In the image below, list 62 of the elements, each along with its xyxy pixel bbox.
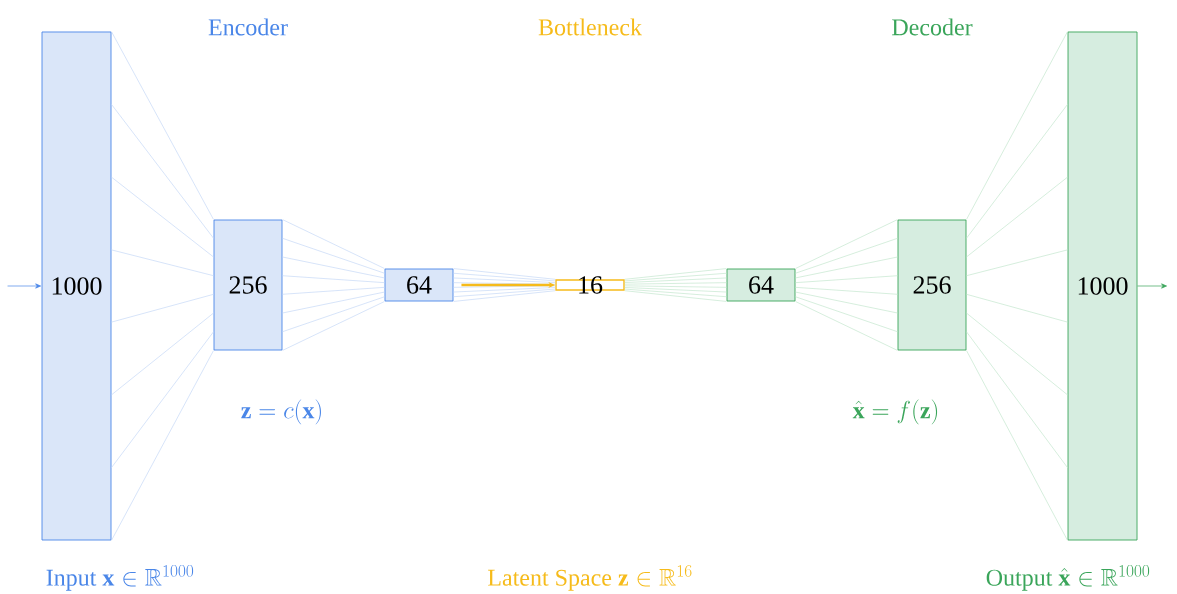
connection-line xyxy=(795,219,898,269)
connection-line xyxy=(111,293,214,323)
connection-line xyxy=(624,290,727,302)
connection-line xyxy=(453,285,556,288)
connection-line xyxy=(453,288,556,298)
connection-line xyxy=(111,104,214,239)
connection-line xyxy=(453,277,556,283)
connection-line xyxy=(966,176,1068,258)
connection-line xyxy=(795,256,898,279)
connection-line xyxy=(453,282,556,285)
connection-line xyxy=(282,291,385,314)
layer-box: 256 xyxy=(897,219,967,351)
connection-line xyxy=(453,287,556,293)
connection-line xyxy=(624,268,727,280)
connection-line xyxy=(453,268,556,280)
connection-line xyxy=(282,219,385,269)
formula-label: $\text{Latent Space }\mathbf{z}\in\mathbb{R}^{16}$ xyxy=(488,565,692,591)
connection-line xyxy=(624,277,727,283)
layer-box: 1000 xyxy=(41,31,112,541)
arrow xyxy=(7,283,41,289)
connection-line xyxy=(966,249,1068,277)
connection-line xyxy=(111,249,214,277)
connection-line xyxy=(282,256,385,279)
connection-line xyxy=(624,287,727,293)
connection-line xyxy=(282,275,385,284)
connection-line xyxy=(966,293,1068,323)
connection-line xyxy=(111,331,214,469)
connection-line xyxy=(453,272,556,282)
connection-line xyxy=(966,350,1068,541)
connection-line xyxy=(795,287,898,295)
layer-box: 64 xyxy=(726,268,796,302)
connection-line xyxy=(453,290,556,302)
connection-line xyxy=(624,288,727,298)
arrow xyxy=(1137,283,1167,289)
connection-line xyxy=(795,291,898,314)
formula-label: $\hat{\mathbf{x}}=f(\mathbf{z})$ xyxy=(852,399,938,425)
layer-box: 64 xyxy=(384,268,454,302)
connection-line xyxy=(795,301,898,351)
connection-line xyxy=(111,312,214,396)
connection-line xyxy=(795,237,898,274)
connection-line xyxy=(282,301,385,351)
connection-line xyxy=(966,312,1068,396)
section-title: Decoder xyxy=(892,18,973,36)
formula-label: $\text{Input }\mathbf{x}\in\mathbb{R}^{1000}$ xyxy=(46,565,194,591)
connection-line xyxy=(795,275,898,284)
connection-line xyxy=(624,272,727,282)
layer-box: 256 xyxy=(213,219,283,351)
section-title: Encoder xyxy=(208,18,288,36)
connection-line xyxy=(111,31,214,220)
layer-box: 1000 xyxy=(1067,31,1138,541)
connection-line xyxy=(282,287,385,295)
connection-line xyxy=(282,296,385,333)
connection-line xyxy=(966,331,1068,469)
connection-line xyxy=(795,296,898,333)
connection-line xyxy=(111,350,214,541)
connection-line xyxy=(966,31,1068,220)
formula-label: $\text{Output }\hat{\mathbf{x}}\in\mathbb{R}^{1000}$ xyxy=(986,565,1150,591)
section-title: Bottleneck xyxy=(538,18,642,36)
connection-line xyxy=(111,176,214,258)
formula-label: $\mathbf{z}=c(\mathbf{x})$ xyxy=(241,399,321,425)
connection-line xyxy=(966,104,1068,239)
connection-line xyxy=(282,237,385,274)
